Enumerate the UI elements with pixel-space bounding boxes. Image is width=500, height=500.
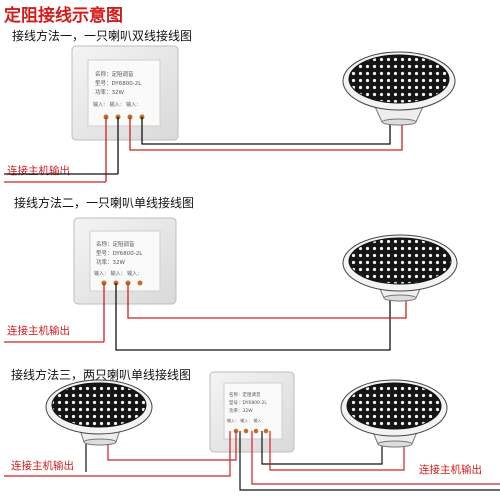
panel-2: 名称：定阻调音 型号：DY6800-2L 功率：32W 输入： 输入： 输入： [73, 217, 177, 305]
speaker-3-left [45, 379, 153, 446]
panel-2-model: 型号：DY6800-2L [96, 249, 143, 257]
panel-3-power: 功率：32W [229, 407, 253, 414]
panel-1-ports: 输入： 输入： 输入： [93, 101, 141, 108]
panel-1-power: 功率：32W [95, 88, 124, 96]
speaker-1 [342, 51, 456, 126]
panel-1-name: 名称：定阻调音 [95, 70, 134, 78]
speaker-3-right [340, 379, 448, 448]
section-3-host-label-right: 连接主机输出 [419, 464, 482, 476]
panel-2-wires [4, 283, 407, 351]
section-1-heading: 接线方法一，一只喇叭双线接线图 [12, 29, 193, 43]
section-3-heading: 接线方法三，两只喇叭单线接线图 [11, 368, 192, 382]
panel-3-model: 型号：DY6800-2L [229, 399, 267, 406]
diagram-title: 定阻接线示意图 [4, 6, 123, 26]
speaker-2 [342, 234, 458, 302]
section-2-heading: 接线方法二，一只喇叭单线接线图 [14, 196, 195, 210]
panel-1-model: 型号：DY6800-2L [95, 79, 142, 87]
panel-3-wires [4, 431, 500, 491]
panel-2-ports: 输入： 输入： 输入： [94, 270, 142, 277]
panel-3-ports: 输入： 输入： 输入： [227, 417, 266, 423]
panel-2-name: 名称：定阻调音 [96, 240, 135, 248]
panel-1-wires [4, 117, 403, 183]
panel-3-name: 名称：定阻调音 [229, 391, 261, 398]
panel-3: 名称：定阻调音 型号：DY6800-2L 功率：32W 输入： 输入： 输入： [209, 371, 295, 453]
panel-1: 名称：定阻调音 型号：DY6800-2L 功率：32W 输入： 输入： 输入： [71, 45, 179, 141]
panel-2-power: 功率：32W [96, 258, 125, 266]
section-2-host-label: 连接主机输出 [7, 325, 70, 337]
section-3-host-label-left: 连接主机输出 [11, 460, 74, 472]
